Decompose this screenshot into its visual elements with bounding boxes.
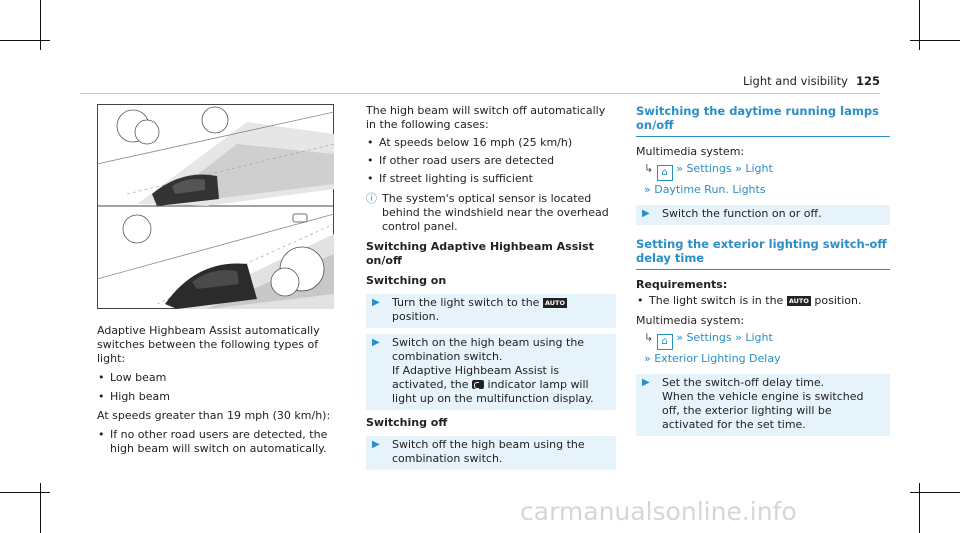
instruction-step: ▶ Switch the function on or off.	[636, 205, 890, 225]
instruction-step: ▶ Switch off the high beam using the com…	[366, 436, 616, 470]
step-result-text: If Adaptive Highbeam Assist is activated…	[392, 364, 610, 406]
list-item: If no other road users are detected, the…	[97, 428, 342, 456]
requirements-heading: Requirements:	[636, 278, 728, 291]
chevron-right-icon: »	[735, 331, 742, 344]
menu-item-daytime-run-lights[interactable]: Daytime Run. Lights	[654, 183, 766, 196]
crop-mark	[910, 40, 960, 41]
menu-path: ↳ ⌂ » Settings » Light » Exterior Lighti…	[636, 331, 890, 366]
menu-item-light[interactable]: Light	[745, 162, 773, 175]
watermark: carmanualsonline.info	[520, 497, 797, 526]
crop-mark	[0, 492, 50, 493]
step-result-text: When the vehicle engine is switched off,…	[662, 390, 864, 431]
requirement-text: The light switch is in the	[649, 294, 784, 307]
step-arrow-icon: ▶	[372, 439, 380, 450]
chevron-right-icon: »	[676, 162, 683, 175]
step-text: Switch off the high beam using the combi…	[392, 438, 585, 465]
home-icon[interactable]: ⌂	[656, 334, 673, 350]
left-column: Adaptive Highbeam Assist automatically s…	[97, 324, 342, 456]
instruction-step: ▶ Turn the light switch to the AUTO posi…	[366, 294, 616, 328]
speed-text: At speeds greater than 19 mph (30 km/h):	[97, 409, 331, 422]
section-title: Light and visibility	[742, 74, 848, 88]
chevron-right-icon: »	[644, 352, 651, 365]
illustration-top-panel	[97, 106, 334, 206]
crop-mark	[919, 0, 920, 50]
menu-path: ↳ ⌂ » Settings » Light » Daytime Run. Li…	[636, 162, 890, 197]
step-text: position.	[392, 310, 440, 323]
requirement-text: position.	[814, 294, 862, 307]
step-arrow-icon: ▶	[372, 297, 380, 308]
menu-item-settings[interactable]: Settings	[686, 331, 732, 344]
chevron-right-icon: »	[735, 162, 742, 175]
chevron-right-icon: »	[676, 331, 683, 344]
list-item: If street lighting is sufficient	[366, 172, 616, 186]
list-item: At speeds below 16 mph (25 km/h)	[366, 136, 616, 150]
off-intro-text: The high beam will switch off automatica…	[366, 104, 606, 131]
step-arrow-icon: ▶	[642, 208, 650, 219]
menu-item-settings[interactable]: Settings	[686, 162, 732, 175]
info-icon: ⓘ	[366, 192, 377, 205]
page-header: Light and visibility 125	[743, 74, 880, 88]
heading-underline	[636, 136, 890, 137]
step-text: Switch on the high beam using the combin…	[392, 336, 585, 363]
path-arrow-icon: ↳	[644, 331, 654, 344]
list-item: Low beam	[97, 371, 342, 385]
crop-mark	[0, 40, 50, 41]
section-heading: Setting the exterior lighting switch-off…	[636, 237, 887, 265]
crop-mark	[910, 492, 960, 493]
list-item: High beam	[97, 390, 342, 404]
multimedia-label: Multimedia system:	[636, 314, 745, 327]
subsection-heading: Switching on	[366, 274, 447, 287]
step-text: Turn the light switch to the	[392, 296, 540, 309]
instruction-step: ▶ Set the switch-off delay time. When th…	[636, 374, 890, 436]
step-text: Switch the function on or off.	[662, 207, 822, 220]
multimedia-label: Multimedia system:	[636, 145, 745, 158]
instruction-step: ▶ Switch on the high beam using the comb…	[366, 334, 616, 410]
menu-item-exterior-lighting-delay[interactable]: Exterior Lighting Delay	[654, 352, 781, 365]
crop-mark	[919, 483, 920, 533]
step-text: If Adaptive Highbeam Assist is activated…	[392, 364, 560, 391]
intro-text: Adaptive Highbeam Assist automatically s…	[97, 324, 320, 365]
crop-mark	[40, 483, 41, 533]
subsection-heading: Switching off	[366, 416, 448, 429]
chevron-right-icon: »	[644, 183, 651, 196]
heading-underline	[636, 269, 890, 270]
list-item: If other road users are detected	[366, 154, 616, 168]
step-text: Set the switch-off delay time.	[662, 376, 825, 389]
middle-column: The high beam will switch off automatica…	[366, 104, 616, 470]
header-divider	[80, 93, 880, 94]
auto-switch-icon: AUTO	[542, 298, 568, 308]
section-heading: Switching the daytime running lamps on/o…	[636, 104, 879, 132]
menu-item-light[interactable]: Light	[745, 331, 773, 344]
step-arrow-icon: ▶	[642, 377, 650, 388]
crop-mark	[40, 0, 41, 50]
step-arrow-icon: ▶	[372, 337, 380, 348]
note-text: The system's optical sensor is located b…	[382, 192, 609, 233]
illustration-bottom-panel	[97, 213, 334, 309]
list-item: The light switch is in the AUTO position…	[636, 294, 890, 308]
section-heading: Switching Adaptive Highbeam Assist on/of…	[366, 240, 594, 267]
highbeam-indicator-icon	[472, 380, 485, 389]
right-column: Switching the daytime running lamps on/o…	[636, 104, 890, 436]
auto-switch-icon: AUTO	[786, 296, 811, 306]
home-icon[interactable]: ⌂	[656, 165, 673, 181]
page-number: 125	[855, 74, 880, 88]
note-block: ⓘ The system's optical sensor is located…	[366, 192, 616, 234]
step-text: indicator lamp will light up on the mult…	[392, 378, 594, 405]
highbeam-illustration	[97, 104, 334, 309]
path-arrow-icon: ↳	[644, 162, 654, 175]
